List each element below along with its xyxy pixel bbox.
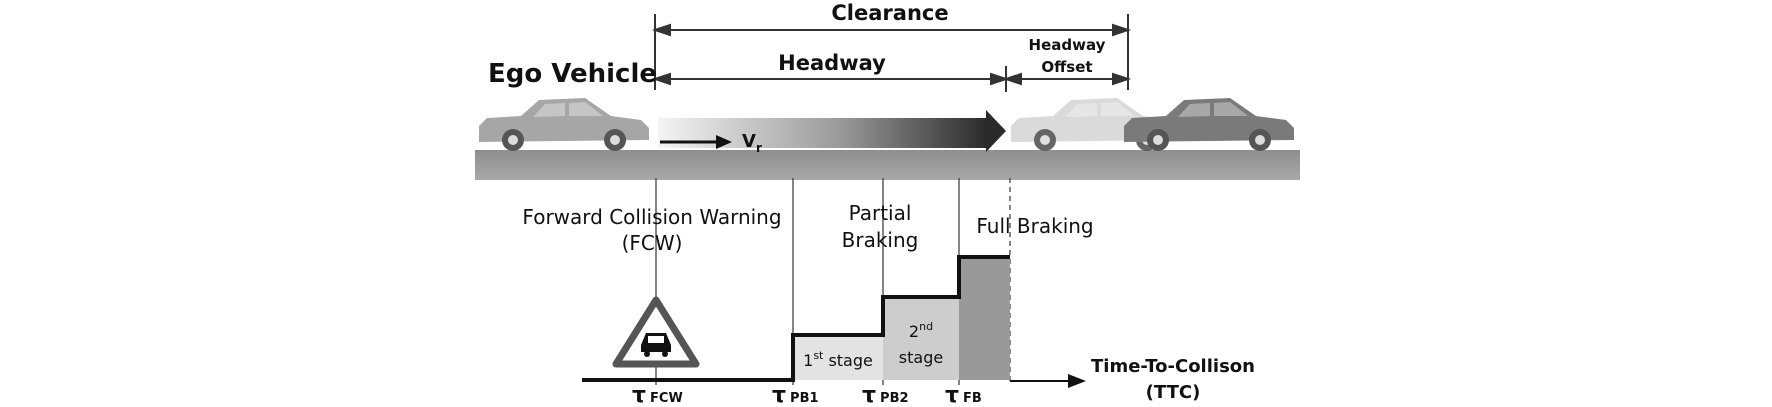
stage1-region bbox=[793, 335, 883, 380]
stage2-label-line2: stage bbox=[899, 348, 943, 367]
headway-offset-dimension bbox=[1002, 72, 1132, 86]
stage1-label: 1st stage bbox=[803, 349, 873, 370]
stage2-region bbox=[883, 297, 959, 380]
full-braking-label: Full Braking bbox=[976, 214, 1093, 238]
fcw-label-line1: Forward Collision Warning bbox=[522, 205, 781, 229]
warning-triangle-car-icon bbox=[612, 296, 700, 368]
headway-dimension bbox=[651, 66, 1010, 92]
lead-car-icon bbox=[1124, 98, 1294, 151]
ttc-axis-label-line2: (TTC) bbox=[1146, 382, 1201, 403]
deceleration-profile bbox=[582, 255, 1010, 382]
road bbox=[475, 150, 1300, 180]
clearance-label: Clearance bbox=[831, 1, 948, 25]
stage2-label-line1: 2nd bbox=[909, 320, 933, 341]
ego-vehicle-label: Ego Vehicle bbox=[488, 59, 657, 89]
clearance-dimension bbox=[651, 14, 1132, 90]
full-braking-region bbox=[959, 257, 1010, 380]
headway-label: Headway bbox=[778, 51, 886, 75]
ttc-axis-arrowhead bbox=[1068, 374, 1086, 388]
partial-braking-label-line1: Partial bbox=[849, 201, 912, 225]
partial-braking-label-line2: Braking bbox=[842, 228, 919, 252]
relative-velocity-arrow bbox=[658, 110, 1006, 152]
ego-car-icon bbox=[479, 98, 649, 151]
velocity-label: Vr bbox=[742, 131, 762, 155]
ttc-axis-label-line1: Time-To-Collison bbox=[1091, 356, 1255, 377]
headway-offset-label-line1: Headway bbox=[1029, 36, 1106, 54]
headway-offset-label-line2: Offset bbox=[1041, 58, 1092, 76]
fcw-label-line2: (FCW) bbox=[622, 231, 683, 255]
